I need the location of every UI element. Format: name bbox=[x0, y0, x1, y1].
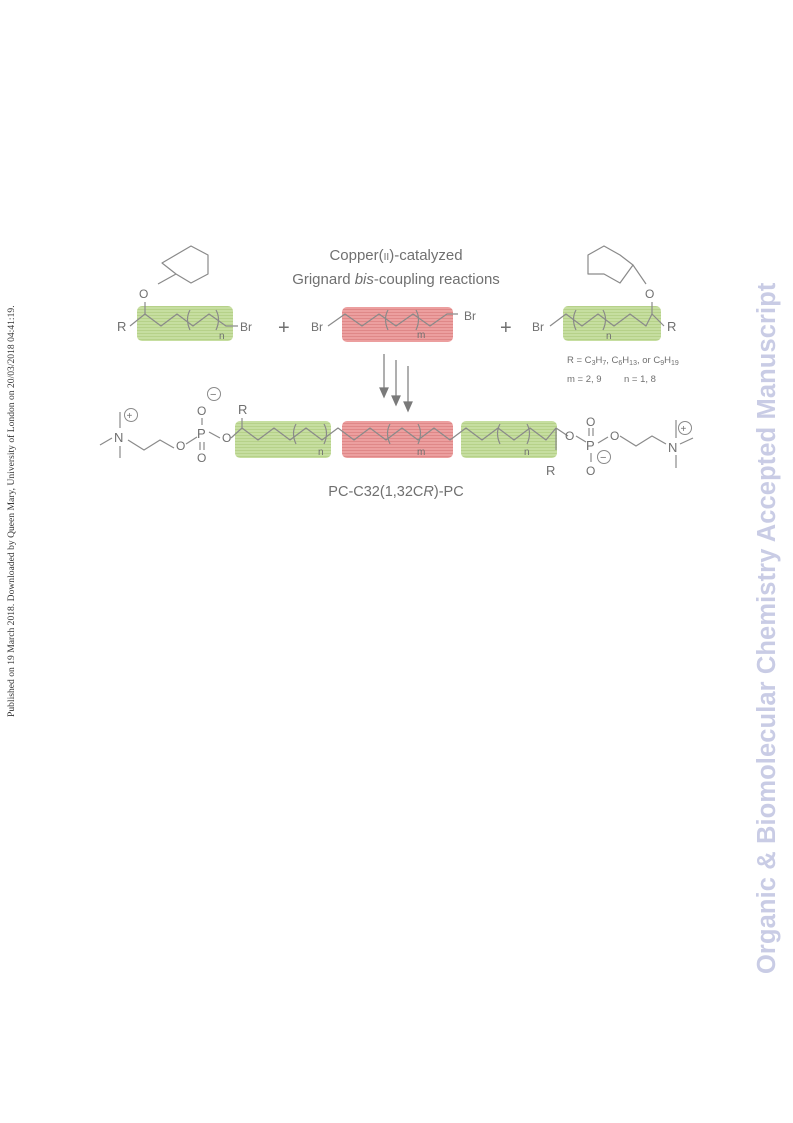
svg-text:O: O bbox=[586, 464, 595, 478]
alkyl-chain bbox=[129, 313, 238, 327]
svg-text:−: − bbox=[210, 389, 216, 401]
green-block-left bbox=[235, 421, 331, 458]
thp-ring bbox=[587, 245, 634, 284]
svg-text:n: n bbox=[318, 447, 324, 458]
svg-text:O: O bbox=[610, 429, 619, 443]
svg-text:O: O bbox=[197, 451, 206, 465]
svg-text:O: O bbox=[565, 429, 574, 443]
svg-text:m: m bbox=[417, 330, 425, 341]
svg-text:P: P bbox=[197, 426, 206, 441]
m-values: m = 2, 9 bbox=[567, 374, 602, 385]
alkyl-chain bbox=[549, 313, 665, 327]
reactant-left: O R n Br bbox=[117, 245, 252, 342]
svg-text:+: + bbox=[127, 411, 133, 422]
scheme-title-line1: Copper(II)-catalyzed bbox=[329, 247, 462, 264]
svg-text:Br: Br bbox=[464, 309, 476, 323]
n-values: n = 1, 8 bbox=[624, 374, 656, 385]
svg-text:O: O bbox=[197, 404, 206, 418]
plus-sign-1: + bbox=[278, 317, 290, 339]
svg-text:R: R bbox=[546, 463, 555, 478]
svg-text:N: N bbox=[668, 440, 677, 455]
svg-text:n: n bbox=[524, 447, 530, 458]
svg-text:n: n bbox=[606, 331, 612, 342]
svg-text:P: P bbox=[586, 438, 595, 453]
reactant-right: O Br R n bbox=[532, 245, 676, 342]
reactant-middle: Br m Br bbox=[311, 307, 476, 342]
svg-text:O: O bbox=[222, 431, 231, 445]
svg-text:O: O bbox=[586, 415, 595, 429]
svg-text:n: n bbox=[219, 331, 225, 342]
scheme-title-line2: Grignard bis-coupling reactions bbox=[292, 271, 500, 288]
plus-sign-2: + bbox=[500, 317, 512, 339]
svg-text:m: m bbox=[417, 447, 425, 458]
svg-text:R: R bbox=[117, 319, 126, 334]
green-block-right bbox=[461, 421, 557, 458]
svg-text:O: O bbox=[139, 287, 148, 301]
svg-text:Br: Br bbox=[311, 320, 323, 334]
svg-text:Br: Br bbox=[240, 320, 252, 334]
svg-text:−: − bbox=[600, 452, 606, 464]
red-block bbox=[342, 421, 453, 458]
svg-text:N: N bbox=[114, 430, 123, 445]
svg-text:O: O bbox=[645, 287, 654, 301]
svg-text:O: O bbox=[176, 439, 185, 453]
r-group-definition: R = C3H7, C6H13, or C9H19 bbox=[567, 355, 679, 367]
green-block bbox=[563, 306, 661, 341]
product-chain bbox=[230, 427, 569, 441]
product-structure: N + O P O − O O R n m n R O bbox=[99, 387, 694, 478]
svg-text:R: R bbox=[238, 402, 247, 417]
product-name: PC-C32(1,32CR)-PC bbox=[328, 484, 463, 500]
reaction-arrows bbox=[379, 354, 413, 413]
alkyl-chain bbox=[327, 313, 458, 327]
svg-text:+: + bbox=[681, 424, 687, 435]
svg-text:R: R bbox=[667, 319, 676, 334]
svg-text:Br: Br bbox=[532, 320, 544, 334]
